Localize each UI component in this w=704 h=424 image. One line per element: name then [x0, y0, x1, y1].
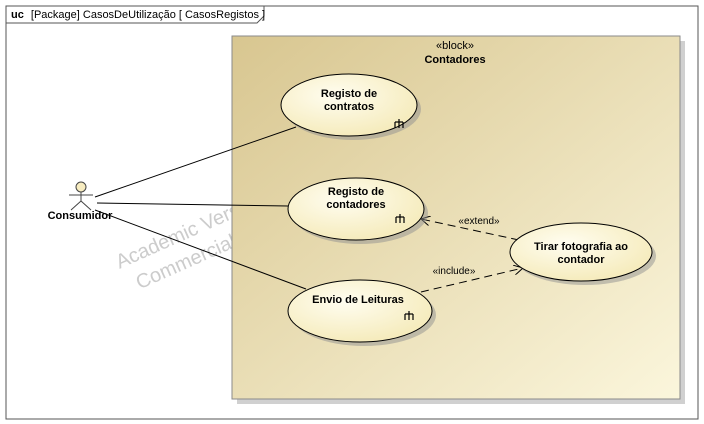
- use-case-registo-contratos[interactable]: Registo de contratos: [280, 73, 421, 140]
- association-line-envio-leituras: [94, 209, 307, 290]
- association-line-registo-contratos: [94, 126, 297, 198]
- use-case-ellipse: [280, 73, 418, 137]
- use-case-tirar-fotografia[interactable]: Tirar fotografia ao contador: [509, 222, 656, 285]
- frame-label: [Package] CasosDeUtilização [ CasosRegis…: [31, 9, 265, 21]
- use-case-label-line-1: Tirar fotografia ao: [534, 241, 628, 253]
- actor-consumidor[interactable]: Consumidor: [48, 181, 113, 222]
- use-case-registo-contadores[interactable]: Registo de contadores: [287, 177, 428, 244]
- association-line-registo-contadores: [96, 202, 289, 207]
- use-case-ellipse: [287, 279, 433, 343]
- actor-name: Consumidor: [48, 210, 113, 222]
- associations: [94, 126, 307, 290]
- use-case-ellipse: [287, 177, 425, 241]
- frame-keyword: uc: [11, 9, 24, 21]
- use-case-label-line-1: Registo de: [321, 88, 377, 100]
- subdiagram-icon: [394, 119, 404, 128]
- frame-tab: [5, 5, 265, 24]
- use-case-envio-leituras[interactable]: Envio de Leituras: [287, 279, 436, 346]
- actor-icon: [69, 181, 93, 211]
- use-case-ellipse: [509, 222, 653, 282]
- use-case-label-line-2: contador: [557, 254, 605, 266]
- subdiagram-icon: [404, 311, 414, 320]
- dependencies: [420, 219, 523, 293]
- block-stereotype: «block»: [436, 40, 474, 52]
- include-arrow: [420, 268, 523, 293]
- use-case-label-line-2: contadores: [326, 199, 385, 211]
- use-case-label-line-2: contratos: [324, 101, 374, 113]
- use-case-label-line-1: Registo de: [328, 186, 384, 198]
- extend-label: «extend»: [458, 216, 500, 227]
- extend-arrow: [421, 219, 520, 241]
- subdiagram-icon: [395, 214, 405, 223]
- include-label: «include»: [433, 266, 476, 277]
- use-case-label-line-1: Envio de Leituras: [312, 294, 404, 306]
- svg-text:uc [Package] CasosDeUtil: uc [Package] CasosDeUtilização [ CasosRe…: [11, 9, 265, 21]
- block-name: Contadores: [424, 54, 485, 66]
